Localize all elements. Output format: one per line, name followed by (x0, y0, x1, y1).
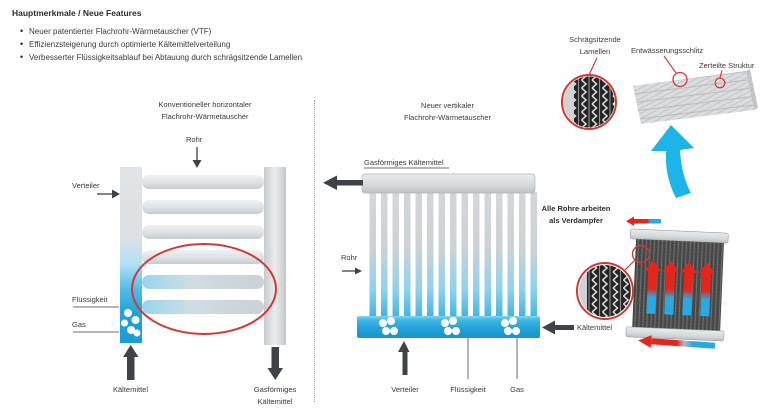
section-divider (314, 100, 315, 402)
middle-diagram-title-line1: Neuer vertikaler (421, 101, 474, 110)
label-alle-rohre-line1: Alle Rohre arbeiten (541, 204, 611, 213)
distributor-bar (120, 167, 142, 343)
verteiler-up-arrow (398, 341, 410, 375)
label-gas: Gas (510, 385, 524, 394)
label-gasfoermiges-line2: Kältemittel (257, 397, 293, 406)
tube-row-liquid (142, 300, 264, 314)
liquid-distributor-bar (357, 316, 540, 338)
fin-block (633, 55, 758, 124)
collector-bar (264, 167, 286, 345)
detail-source-circle (631, 244, 651, 264)
label-gasfoermiges-kaeltemittel: Gasförmiges Kältemittel (364, 158, 444, 167)
lamellen-detail-top (561, 55, 758, 198)
gas-out-left-arrow (323, 175, 363, 190)
zerteilte-struktur-circle (714, 77, 726, 89)
rohr-down-arrow (192, 147, 202, 168)
lamellen-zigzag-pattern (579, 265, 631, 317)
entwaesserungsschlitz-circle (672, 71, 688, 88)
middle-diagram-title-line2: Flachrohr-Wärmetauscher (403, 113, 492, 122)
verteiler-right-arrow (97, 189, 120, 199)
vertical-heat-exchanger (323, 167, 574, 379)
feature-bullet: Neuer patentierter Flachrohr-Wärmetausch… (20, 26, 211, 36)
label-rohr: Rohr (341, 253, 358, 262)
flow-arrow-top (626, 216, 661, 226)
label-schraegsitzende-line1: Schrägsitzende (569, 35, 621, 44)
evaporation-arrows (644, 259, 715, 317)
label-verteiler: Verteiler (72, 181, 100, 190)
label-pointer-line (587, 57, 598, 78)
tube-row (142, 225, 264, 239)
label-alle-rohre-line2: als Verdampfer (549, 216, 603, 225)
gas-bubbles (121, 309, 141, 337)
feature-bullet: Verbesserter Flüssigkeitsablauf bei Abta… (20, 52, 302, 62)
left-heat-exchanger (73, 147, 286, 380)
gas-bubbles (379, 317, 520, 335)
label-fluessigkeit: Flüssigkeit (450, 385, 486, 394)
left-diagram-title-line1: Konventioneller horizontaler (158, 100, 252, 109)
label-fluessigkeit: Flüssigkeit (72, 295, 108, 304)
label-kaeltemittel: Kältemittel (577, 323, 613, 332)
magnifier-pointer-line (623, 259, 636, 272)
label-zerteilte-struktur: Zerteilte Struktur (699, 61, 755, 70)
rohr-right-arrow (342, 267, 362, 275)
label-gas: Gas (72, 320, 86, 329)
label-pointer-line (719, 69, 723, 79)
flow-arrow-bottom (638, 335, 716, 349)
gas-header-bar (361, 173, 536, 194)
red-highlight-ellipse (131, 243, 277, 335)
label-rohr: Rohr (186, 135, 203, 144)
label-pointer-line (663, 55, 677, 74)
tube-row (142, 175, 264, 189)
gas-out-down-arrow (267, 347, 283, 380)
kaeltemittel-up-arrow (123, 345, 139, 380)
label-schraegsitzende-line2: Lamellen (579, 47, 611, 56)
page-title: Hauptmerkmale / Neue Features (12, 8, 142, 18)
tube-row (142, 250, 264, 264)
cyan-up-arrow (651, 125, 694, 198)
vertical-tubes (369, 192, 537, 317)
label-kaeltemittel: Kältemittel (112, 385, 148, 394)
label-verteiler: Verteiler (391, 385, 419, 394)
tube-row (142, 200, 264, 214)
feature-bullet: Effizienzsteigerung durch optimierte Käl… (20, 39, 230, 49)
label-gasfoermiges-line1: Gasförmiges (253, 385, 297, 394)
lamellen-zigzag-pattern (563, 76, 615, 128)
evaporator-detail-bottom (576, 216, 729, 349)
label-entwaesserungsschlitz: Entwässerungsschlitz (631, 46, 704, 55)
kaeltemittel-left-arrow (542, 320, 574, 335)
tube-row-liquid (142, 275, 264, 289)
left-diagram-title-line2: Flachrohr-Wärmetauscher (161, 112, 249, 121)
